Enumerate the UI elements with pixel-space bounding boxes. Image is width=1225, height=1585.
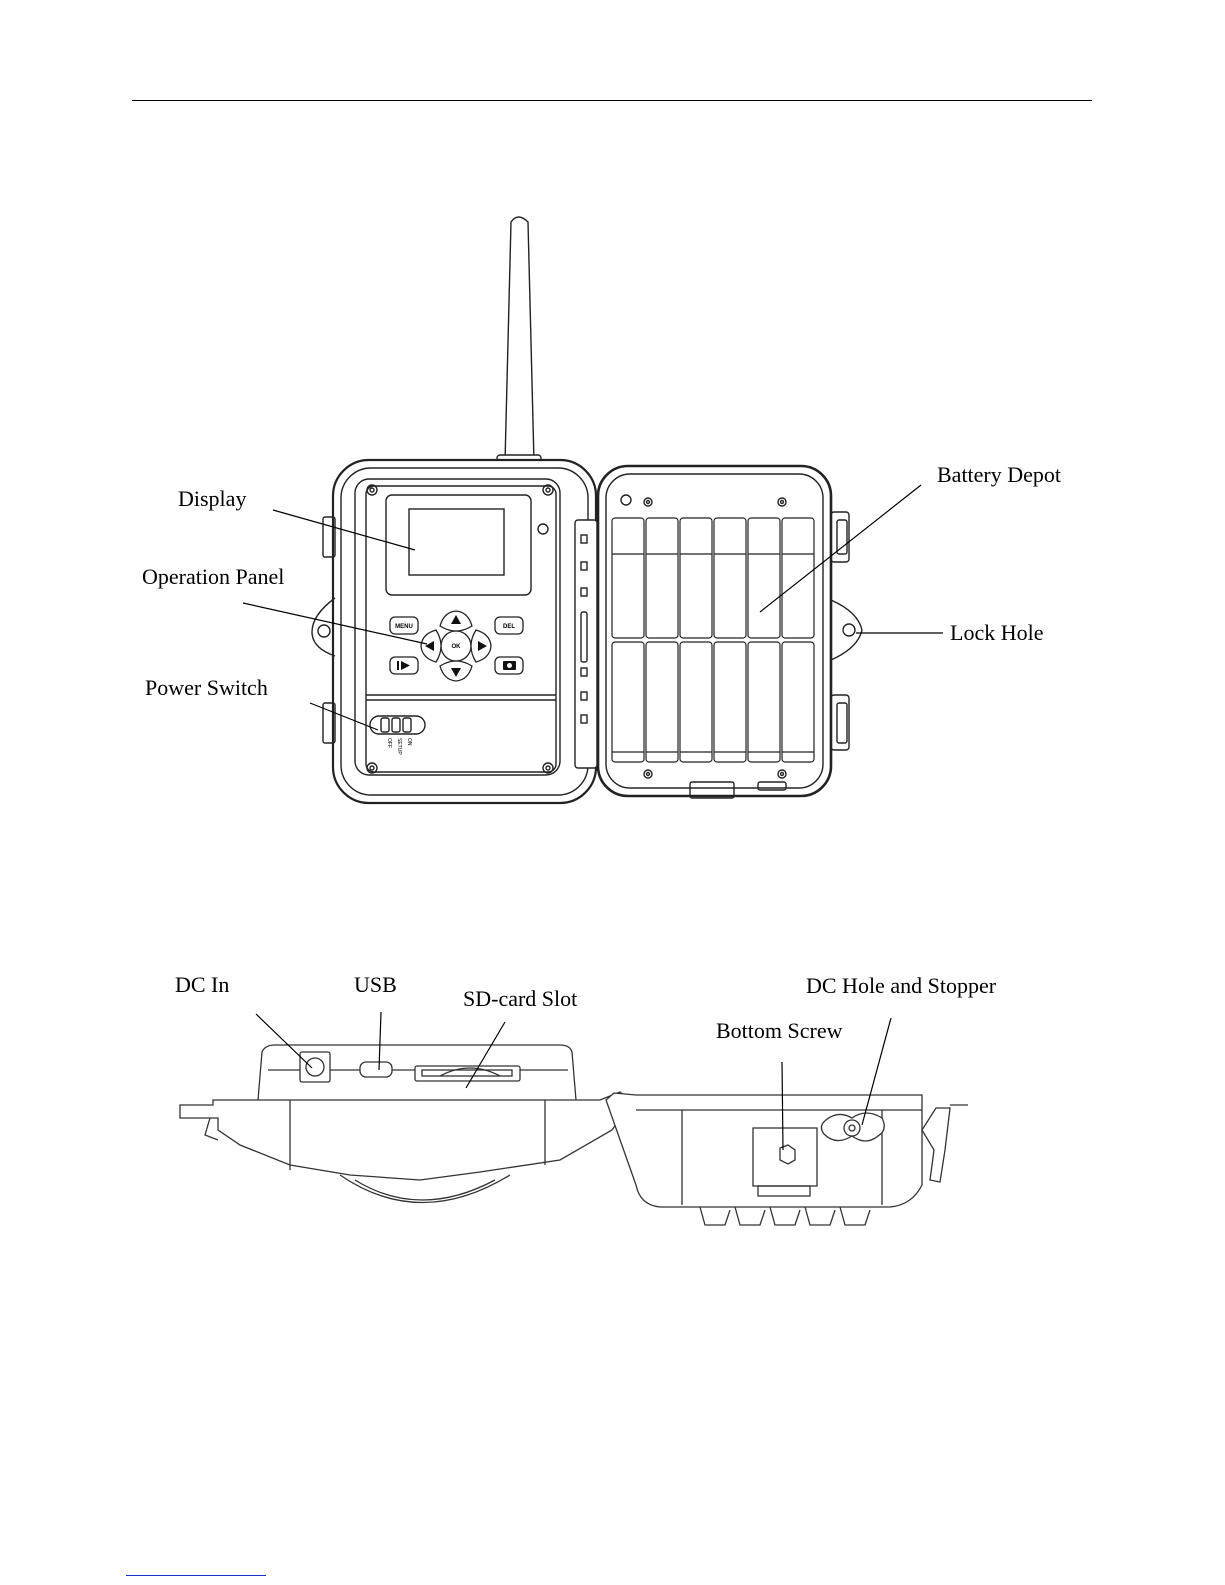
battery-slot — [680, 518, 712, 638]
dc-hole-stopper-label: DC Hole and Stopper — [806, 975, 996, 997]
display-label: Display — [178, 488, 246, 510]
antenna — [505, 217, 534, 462]
hinge — [575, 520, 597, 768]
dc-in-label: DC In — [175, 974, 229, 996]
power-switch-setup-label: SETUP — [396, 738, 402, 755]
battery-slot — [748, 518, 780, 638]
bottom-screw-plate — [753, 1128, 817, 1186]
menu-button-label: MENU — [395, 624, 413, 630]
usb-label: USB — [354, 974, 397, 996]
dc-in-leader — [256, 1014, 312, 1068]
battery-slot — [612, 642, 644, 762]
power-switch-on-label: ON — [406, 738, 412, 746]
usb-port — [360, 1062, 392, 1077]
battery-slot — [748, 642, 780, 762]
operation-panel-label: Operation Panel — [142, 566, 284, 588]
battery-slot — [646, 518, 678, 638]
ok-button-label: OK — [452, 644, 462, 650]
footer-link-rule — [126, 1575, 266, 1576]
power-switch-off-label: OFF — [386, 738, 392, 748]
dc-hole-stopper — [821, 1113, 884, 1141]
battery-slot — [612, 518, 644, 638]
usb-leader — [379, 1012, 381, 1070]
battery-depot-label: Battery Depot — [937, 464, 1061, 486]
sd-card-slot-label: SD-card Slot — [463, 988, 577, 1010]
battery-slot — [782, 518, 814, 638]
display-screen — [409, 509, 504, 575]
camera-bottom-figure — [180, 1045, 968, 1225]
dc-in-port — [300, 1052, 330, 1082]
lock-hole-label: Lock Hole — [950, 622, 1043, 644]
del-button-label: DEL — [503, 624, 515, 630]
battery-slot — [680, 642, 712, 762]
battery-slot — [646, 642, 678, 762]
battery-slot — [714, 642, 746, 762]
battery-slot — [782, 642, 814, 762]
power-switch-label: Power Switch — [145, 677, 268, 699]
battery-slot — [714, 518, 746, 638]
bottom-screw-label: Bottom Screw — [716, 1020, 843, 1042]
